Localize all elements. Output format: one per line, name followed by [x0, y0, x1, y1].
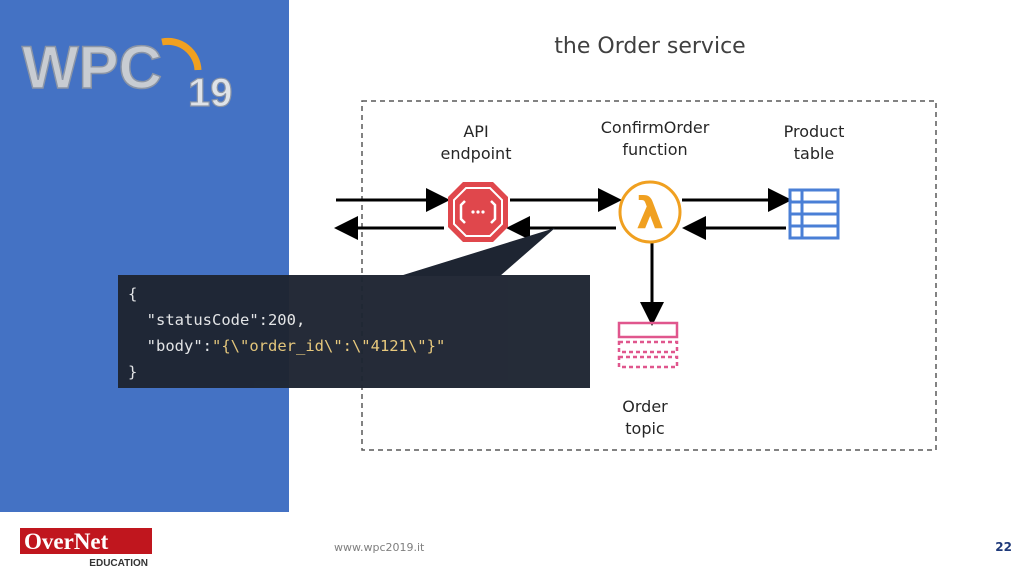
api-label: API endpoint	[440, 122, 512, 163]
code-line-4: }	[128, 363, 138, 381]
callout-pointer	[400, 228, 555, 276]
svg-text:19: 19	[188, 71, 233, 110]
table-label: Product table	[783, 122, 845, 163]
wpc19-logo: WPC 19	[21, 33, 233, 110]
code-line-1: {	[128, 285, 138, 303]
code-line-3-value: "{\"order_id\":\"4121\"}"	[212, 337, 446, 355]
table-icon	[788, 188, 840, 240]
code-line-2: "statusCode":200,	[128, 311, 306, 329]
function-label: ConfirmOrder function	[600, 118, 710, 159]
lambda-icon: λ	[618, 180, 682, 244]
svg-text:λ: λ	[636, 188, 664, 239]
page-title: the Order service	[554, 34, 746, 59]
footer-url: www.wpc2019.it	[334, 541, 425, 554]
code-line-3-key: "body":	[128, 337, 212, 355]
svg-text:WPC: WPC	[22, 34, 162, 101]
service-boundary	[361, 100, 937, 451]
api-gateway-icon	[448, 182, 508, 242]
page-number: 22	[995, 540, 1012, 554]
topic-icon	[617, 321, 679, 369]
overnet-logo: OverNet EDUCATION	[20, 528, 152, 568]
topic-label: Order topic	[622, 397, 668, 438]
side-panel	[0, 0, 289, 512]
response-code-box: { "statusCode":200, "body":"{\"order_id\…	[118, 275, 590, 388]
svg-text:EDUCATION: EDUCATION	[89, 558, 148, 568]
svg-text:OverNet: OverNet	[24, 529, 109, 554]
